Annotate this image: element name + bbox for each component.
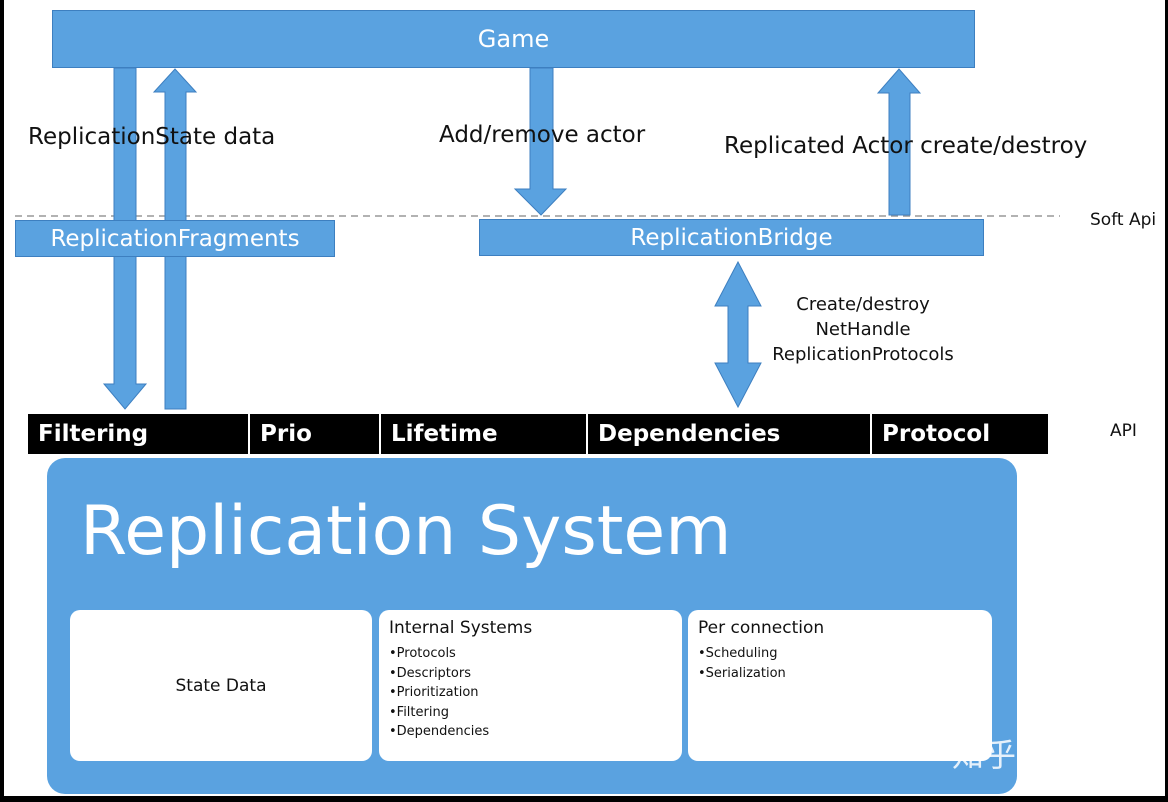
add-remove-actor-label: Add/remove actor — [439, 122, 646, 148]
per-connection-list: •Scheduling •Serialization — [698, 644, 982, 683]
arrow-down-add-remove-actor — [513, 67, 568, 216]
list-item: •Serialization — [698, 665, 786, 681]
list-item: •Descriptors — [389, 665, 471, 681]
replication-state-data-label: ReplicationState data — [28, 124, 276, 150]
api-cell-protocol: Protocol — [882, 421, 991, 447]
replication-fragments-box: ReplicationFragments — [15, 220, 335, 257]
list-item: •Prioritization — [389, 685, 479, 700]
bridge-op-create-destroy: Create/destroy — [796, 294, 930, 315]
api-cell-filtering: Filtering — [28, 414, 250, 454]
api-cell-prio: Prio — [250, 414, 381, 454]
api-label: API — [1110, 421, 1137, 441]
api-bar — [28, 414, 1048, 454]
replication-bridge-box: ReplicationBridge — [479, 219, 984, 256]
list-item: •Dependencies — [389, 724, 490, 739]
bridge-operations-label: Create/destroy NetHandle ReplicationProt… — [770, 292, 956, 367]
state-data-panel: State Data — [70, 610, 372, 761]
replicated-actor-label: Replicated Actor create/destroy — [724, 133, 1088, 159]
watermark: 知乎 @夕米 — [952, 736, 1123, 774]
list-item: •Protocols — [389, 646, 456, 661]
list-item: •Filtering — [389, 704, 449, 720]
bridge-op-nethandle: NetHandle — [815, 319, 911, 340]
bridge-op-replication-protocols: ReplicationProtocols — [772, 344, 954, 365]
soft-api-label: Soft Api — [1090, 210, 1157, 230]
per-connection-title: Per connection — [698, 618, 825, 638]
replication-fragments-label: ReplicationFragments — [50, 225, 300, 252]
arrow-up-replicated-actor — [876, 68, 922, 216]
per-connection-panel: Per connection •Scheduling •Serializatio… — [688, 610, 992, 761]
list-item: •Scheduling — [698, 646, 778, 661]
arrow-double-bridge-api — [714, 260, 762, 409]
state-data-title: State Data — [175, 675, 267, 696]
internal-systems-list: •Protocols •Descriptors •Prioritization … — [389, 644, 672, 742]
replication-system-title: Replication System — [80, 492, 732, 571]
game-box: Game — [52, 10, 975, 68]
api-cell-lifetime: Lifetime — [381, 414, 588, 454]
internal-systems-title: Internal Systems — [389, 618, 533, 638]
api-cell-dependencies: Dependencies — [588, 414, 872, 454]
replication-bridge-label: ReplicationBridge — [630, 224, 833, 251]
game-label: Game — [477, 25, 550, 53]
internal-systems-panel: Internal Systems •Protocols •Descriptors… — [379, 610, 682, 761]
